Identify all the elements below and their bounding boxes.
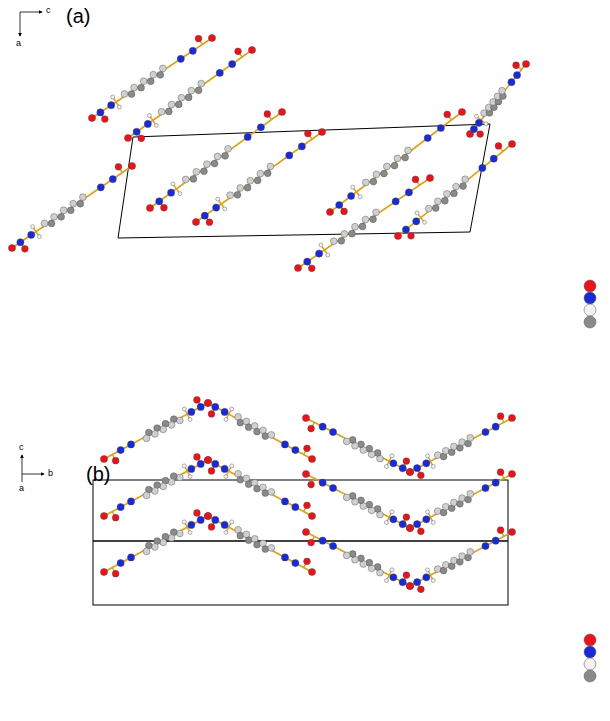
molecule (100, 509, 211, 577)
molecule (204, 456, 315, 519)
molecule (204, 512, 315, 575)
atom-key (584, 280, 596, 682)
axis-label: a (16, 39, 21, 48)
molecule (88, 34, 215, 122)
molecule (406, 469, 515, 535)
molecule (302, 470, 413, 531)
molecule (326, 108, 465, 215)
axis-label: b (48, 469, 53, 478)
molecule (302, 528, 413, 589)
molecule (406, 527, 515, 593)
molecule (394, 140, 515, 239)
panel-label: (a) (66, 6, 90, 26)
molecule (294, 174, 433, 271)
molecule (100, 396, 211, 464)
molecule (302, 414, 413, 475)
axis-triad (20, 12, 44, 482)
molecule (466, 60, 529, 137)
panel-label: (b) (86, 464, 110, 484)
molecule (192, 128, 325, 225)
axis-label: a (19, 484, 24, 493)
molecule (8, 162, 135, 252)
axis-label: c (19, 443, 24, 452)
molecule (146, 108, 285, 211)
molecule (406, 413, 515, 479)
molecule (100, 453, 211, 521)
molecules (8, 34, 529, 592)
molecule (204, 399, 315, 462)
axis-label: c (46, 6, 51, 15)
unit-cell (93, 124, 508, 605)
molecule (124, 46, 255, 141)
